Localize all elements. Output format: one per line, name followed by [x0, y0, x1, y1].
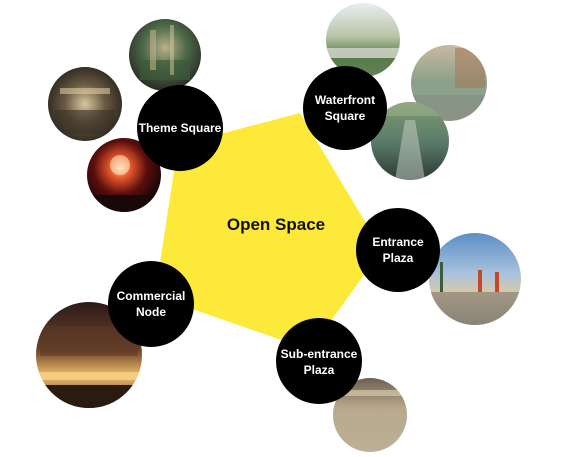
node-theme-square-label: Theme Square: [139, 121, 222, 135]
node-sub-entrance-plaza: Sub-entrance Plaza: [276, 318, 362, 404]
node-sub-entrance-plaza-label: Sub-entrance: [281, 347, 358, 361]
node-commercial-node: Commercial Node: [108, 261, 194, 347]
node-waterfront-square-label: Waterfront: [315, 93, 375, 107]
node-entrance-plaza-label-line2: Plaza: [383, 251, 414, 265]
node-waterfront-square-label-line2: Square: [325, 109, 366, 123]
node-commercial-node-label-line2: Node: [136, 305, 166, 319]
node-commercial-node-label: Commercial: [117, 289, 186, 303]
node-theme-square: Theme Square: [137, 85, 223, 171]
photo-theme-indoor-park: [129, 19, 201, 91]
node-entrance-plaza-label: Entrance: [372, 235, 424, 249]
node-entrance-plaza: Entrance Plaza: [356, 208, 440, 292]
photo-entrance-plaza-sky: [429, 233, 521, 325]
photo-theme-atrium-crowd: [48, 67, 122, 141]
node-sub-entrance-plaza-label-line2: Plaza: [304, 363, 335, 377]
open-space-pentagon: [155, 113, 382, 350]
open-space-label: Open Space: [227, 215, 325, 234]
photo-waterfront-canal: [371, 102, 449, 180]
photo-sub-entrance-mall: [333, 378, 407, 452]
node-waterfront-square: Waterfront Square: [303, 66, 387, 150]
